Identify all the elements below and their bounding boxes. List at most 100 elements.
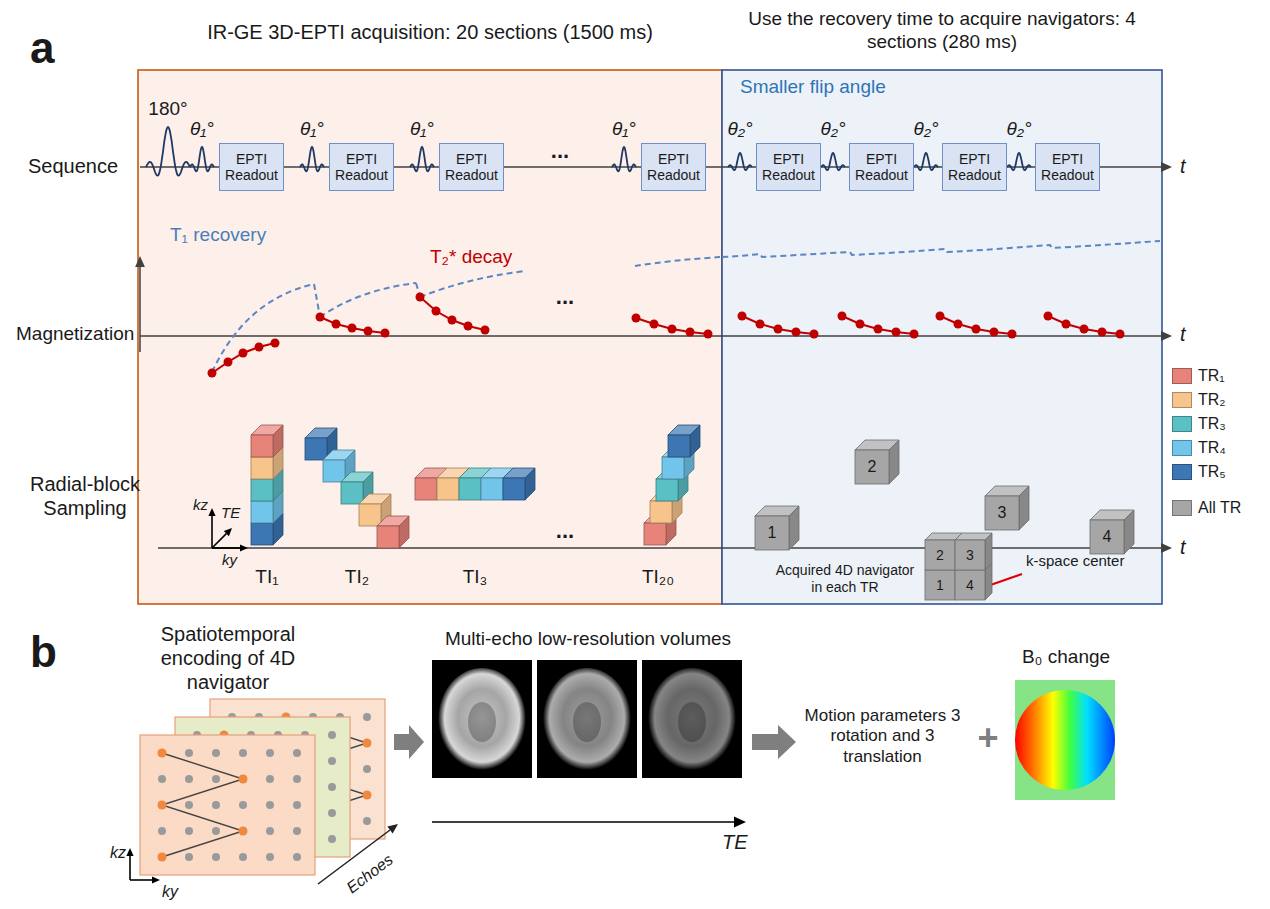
- echo-dot: [448, 316, 457, 325]
- legend-label: TR₁: [1198, 366, 1225, 385]
- k-space-point: [293, 775, 301, 783]
- t2-decay-curve: [742, 316, 814, 334]
- te-axis: [432, 821, 734, 823]
- k-space-block-front: [251, 457, 273, 479]
- echo-dot: [856, 320, 865, 329]
- navigator-stack-cube: 3: [955, 533, 992, 570]
- navigator-cube-front: [1090, 520, 1124, 554]
- navigator-cube-front: [755, 516, 789, 550]
- cube-number: 4: [1090, 520, 1124, 554]
- cube-number: 2: [925, 540, 955, 570]
- echo-dot: [348, 324, 357, 333]
- echo-dot: [668, 325, 677, 334]
- readout-box: EPTI Readout: [1035, 143, 1100, 191]
- k-space-block-front: [481, 478, 503, 500]
- k-space-point: [266, 853, 274, 861]
- cube-shape: [755, 506, 799, 550]
- echo-dot: [364, 327, 373, 336]
- inversion-time: TI₁: [255, 566, 278, 589]
- row-label: Radial-block Sampling: [20, 472, 150, 520]
- te-axis-head: [224, 528, 232, 536]
- inversion-time: TI₂: [345, 566, 369, 589]
- k-space-point: [158, 801, 166, 809]
- te-axis-head: [734, 817, 746, 828]
- sampled-point: [363, 739, 372, 748]
- k-space-point: [328, 731, 336, 739]
- row-label: Sequence: [28, 154, 118, 178]
- k-space-point: [293, 853, 301, 861]
- readout-box: EPTI Readout: [849, 143, 914, 191]
- echo-dot: [774, 325, 783, 334]
- heading: Use the recovery time to acquire navigat…: [737, 8, 1147, 54]
- cube-number: 1: [925, 570, 955, 600]
- axis-label: ky: [162, 882, 178, 901]
- flip-angle: θ₁°: [612, 118, 636, 141]
- navigator-cube-front: [925, 540, 955, 570]
- echo-dot: [464, 322, 473, 331]
- navigator-cube-front: [955, 540, 985, 570]
- axis-label: kz: [110, 843, 126, 862]
- k-space-block-front: [359, 504, 381, 526]
- k-space-point: [212, 801, 220, 809]
- k-space-point: [212, 853, 220, 861]
- kz-axis: [129, 856, 131, 880]
- navigator-cube-side: [985, 563, 992, 600]
- brain-detail: [468, 702, 496, 742]
- legend-swatch: [1172, 416, 1192, 432]
- t1-recovery-curve: [314, 284, 320, 317]
- magnetization-axis: [139, 267, 141, 352]
- legend-swatch: [1172, 368, 1192, 384]
- t2-decay-curve: [1048, 316, 1120, 334]
- t2-decay-curve: [636, 318, 708, 334]
- navigator-panel: Use the recovery time to acquire navigat…: [722, 8, 1162, 604]
- excitation-pulse: [1007, 153, 1031, 170]
- legend-label: TR₃: [1198, 414, 1226, 433]
- readout-label: EPTI Readout: [854, 151, 909, 183]
- k-space-point: [239, 801, 247, 809]
- time-axis-head: [1161, 543, 1172, 553]
- echo-dot: [239, 349, 248, 358]
- echo-dot: [632, 314, 641, 323]
- k-space-block-front: [644, 523, 666, 545]
- time-axis-head: [1161, 331, 1172, 341]
- readout-label: EPTI Readout: [947, 151, 1002, 183]
- kz-axis-head: [208, 508, 215, 516]
- legend-swatch: [1172, 440, 1192, 456]
- brain-slice: [648, 668, 736, 772]
- excitation-pulse: [612, 147, 636, 171]
- t2-decay-curve: [420, 297, 485, 330]
- cube-number: 2: [855, 450, 889, 484]
- k-space-point: [266, 827, 274, 835]
- excitation-pulse: [728, 153, 752, 170]
- brain-slice: [543, 668, 631, 772]
- echo-dot: [255, 343, 264, 352]
- k-space-point: [328, 783, 336, 791]
- k-space-point: [363, 817, 371, 825]
- heading: Spatiotemporal encoding of 4D navigator: [148, 622, 308, 694]
- echo-dot: [756, 320, 765, 329]
- k-space-point: [239, 853, 247, 861]
- te-axis: [212, 534, 226, 548]
- k-space-block-front: [377, 526, 399, 548]
- k-space-point: [266, 801, 274, 809]
- k-space-block-front: [251, 523, 273, 545]
- navigator-cube-front: [985, 496, 1019, 530]
- echo-dot: [1080, 325, 1089, 334]
- navigator-cube-top: [955, 563, 992, 570]
- echo-dot: [838, 312, 847, 321]
- k-space-block-front: [323, 460, 345, 482]
- axis-label: ky: [222, 551, 237, 569]
- echo-dot: [271, 339, 280, 348]
- volume-image: [642, 660, 742, 778]
- k-space-point: [158, 775, 166, 783]
- axis-label: kz: [193, 496, 208, 514]
- ky-axis: [130, 879, 152, 881]
- panel-letter: a: [30, 22, 54, 75]
- readout-label: EPTI Readout: [334, 151, 389, 183]
- sampled-point: [158, 801, 167, 810]
- k-space-block-side: [690, 425, 700, 457]
- navigator-cube-side: [985, 533, 992, 570]
- sampled-point: [158, 853, 167, 862]
- sampled-point: [239, 775, 248, 784]
- k-space-block-front: [251, 479, 273, 501]
